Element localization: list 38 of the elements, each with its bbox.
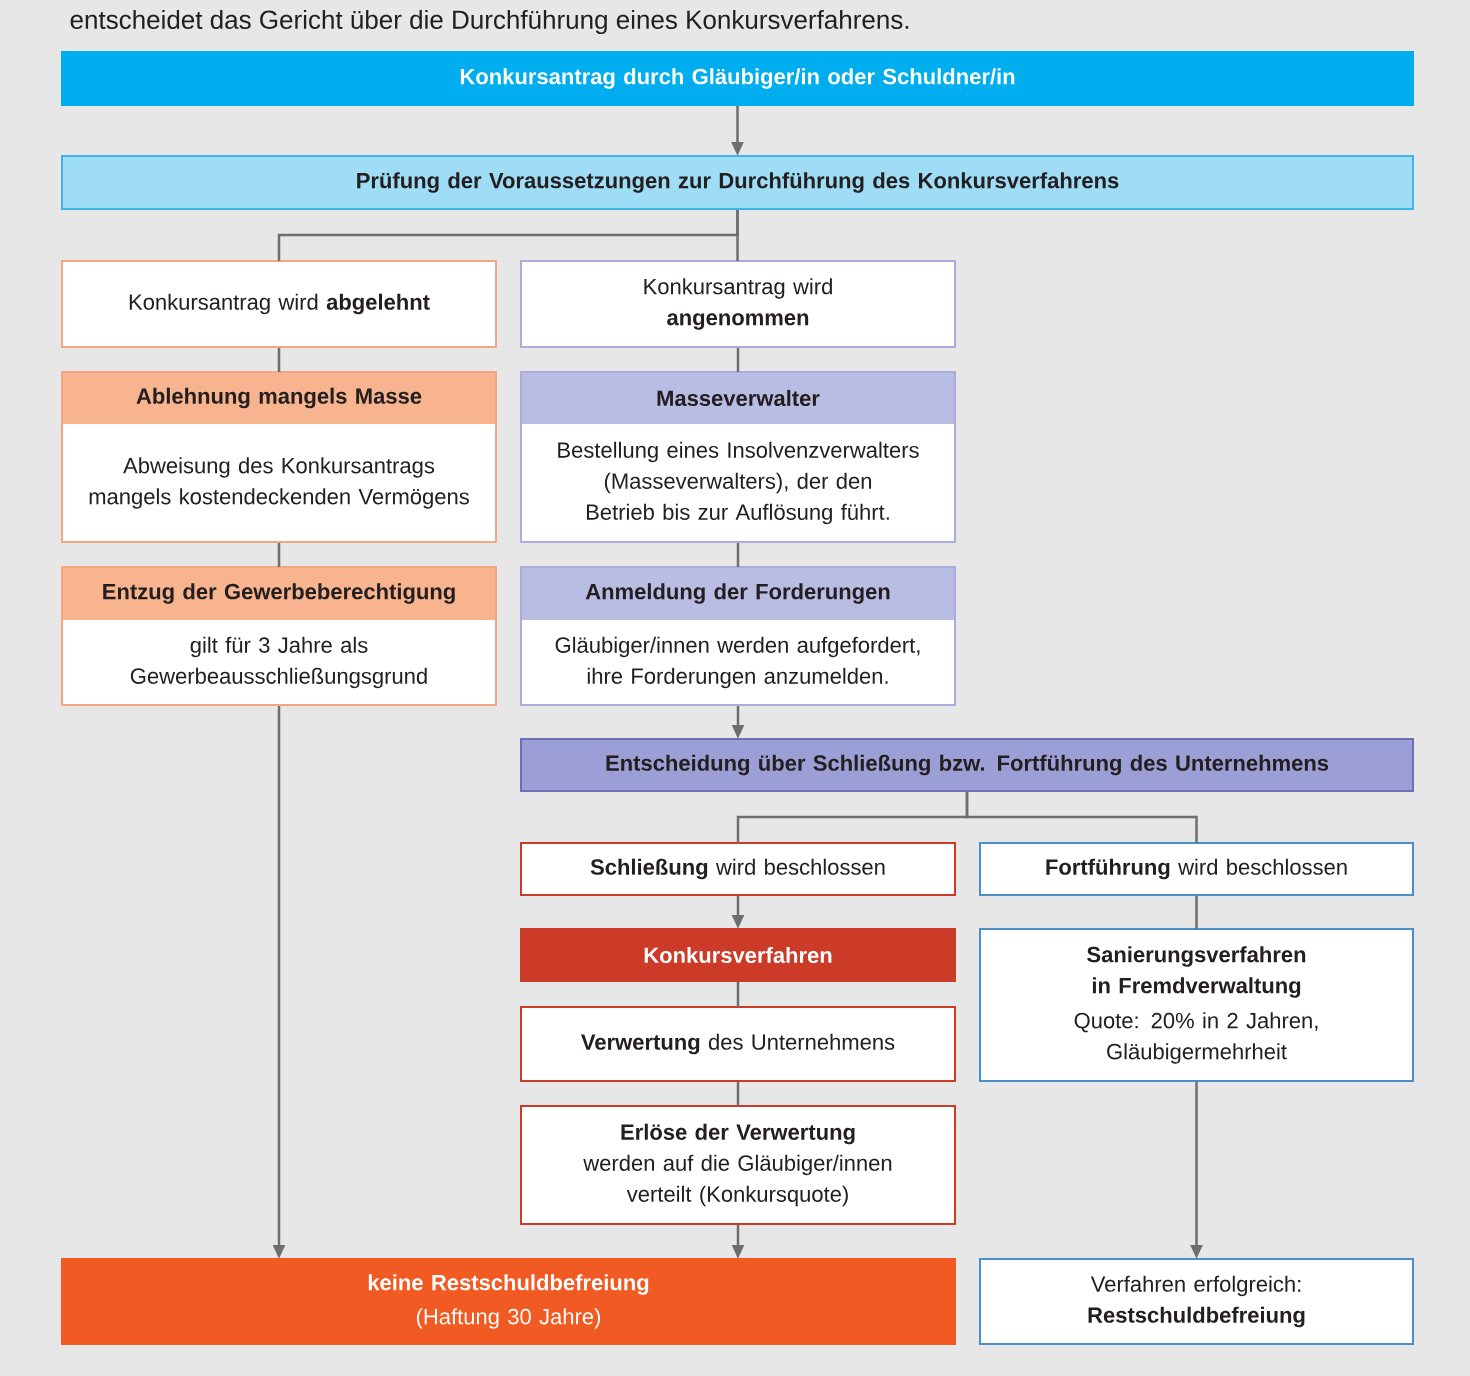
connector: [736, 210, 739, 261]
process-box: Schließung wird beschlossen: [520, 842, 956, 896]
connector: [736, 982, 740, 1007]
info-box: [520, 566, 956, 706]
process-box: Fortführung wird beschlossen: [979, 842, 1414, 896]
box-text: Gläubiger/innen werden aufgefordert, ihre Forderungen anzumelden.: [555, 636, 920, 689]
connector: [965, 792, 1198, 843]
process-box: Konkursantrag durch Gläubiger/in oder Schuldner/in: [61, 51, 1414, 106]
connector: [277, 348, 281, 372]
connector: [277, 543, 281, 567]
box-heading: Masseverwalter: [657, 389, 820, 407]
connector: [736, 543, 740, 567]
decision-box: Entscheidung über Schließung bzw. Fortführung des Unternehmens: [520, 738, 1414, 792]
process-box: Konkursantrag wird angenommen: [520, 260, 956, 348]
process-box: Verwertung des Unternehmens: [520, 1006, 956, 1082]
box-heading: keine Restschuldbefreiung: [368, 1274, 649, 1295]
box-text: gilt für 3 Jahre als Gewerbeausschließungsgrund: [130, 636, 427, 689]
box-heading: Sanierungsverfahren in Fremdverwaltung: [1087, 946, 1306, 998]
process-box: Prüfung der Voraussetzungen zur Durchführung des Konkursverfahrens: [61, 155, 1414, 210]
box-heading: Anmeldung der Forderungen: [585, 583, 890, 604]
result-box: Verfahren erfolgreich: Restschuldbefreiung: [979, 1258, 1414, 1345]
box-text: (Haftung 30 Jahre): [416, 1308, 601, 1329]
process-box: [979, 928, 1414, 1082]
box-heading: Entzug der Gewerbeberechtigung: [103, 583, 455, 604]
connector: [1195, 896, 1198, 929]
box-heading: Ablehnung mangels Masse: [136, 387, 422, 409]
box-text: Quote: 20% in 2 Jahren, Gläubigermehrheit: [1074, 1012, 1318, 1064]
process-box: Konkursantrag wird abgelehnt: [61, 260, 497, 348]
info-box: [61, 566, 497, 706]
process-box: Erlöse der Verwertung werden auf die Gläubiger/innen verteilt (Konkursquote): [520, 1105, 956, 1225]
connector: [736, 348, 740, 372]
box-text: Abweisung des Konkursantrags mangels kostendeckenden Vermögens: [89, 457, 469, 509]
info-box: [520, 371, 956, 543]
process-box: Konkursverfahren: [520, 928, 956, 982]
result-box: [61, 1258, 956, 1345]
connector: [736, 1082, 740, 1106]
info-box: [61, 371, 497, 543]
box-text: Bestellung eines Insolvenzverwalters (Masseverwalters), der den Betrieb bis zur Auflösung führt.: [558, 441, 919, 525]
